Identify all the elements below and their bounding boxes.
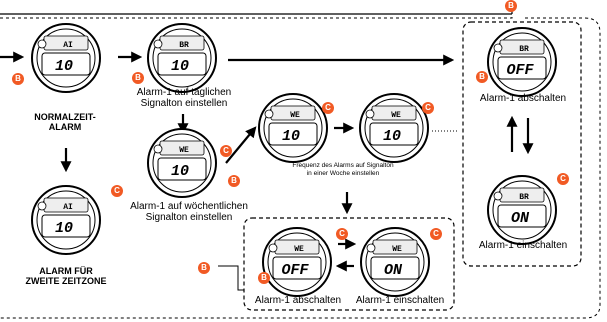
button-b-badge: B xyxy=(132,72,144,84)
watch-main-digits: OFF xyxy=(506,62,534,79)
watch-top-digits: WE xyxy=(290,111,300,120)
button-c-badge: C xyxy=(322,102,334,114)
button-b-badge: B xyxy=(198,262,210,274)
button-b-badge: B xyxy=(12,73,24,85)
watch-main-digits: 10 xyxy=(282,128,300,145)
watch-main-digits: OFF xyxy=(281,262,309,279)
watch-face-w10: WE ON xyxy=(360,227,430,297)
watch-top-digits: WE xyxy=(391,111,401,120)
button-b-badge: B xyxy=(476,71,488,83)
watch-face-w3: WE 10 xyxy=(147,128,217,198)
button-c-badge: C xyxy=(336,228,348,240)
watch-top-digits: WE xyxy=(179,146,189,155)
label-on-bottom: Alarm-1 einschalten xyxy=(355,295,445,306)
watch-top-digits: AI xyxy=(63,203,73,212)
watch-main-digits: 10 xyxy=(171,163,189,180)
watch-main-digits: ON xyxy=(511,210,530,227)
label-on-right: Alarm-1 einschalten xyxy=(478,240,568,251)
bottom-dashed-box xyxy=(243,217,455,311)
watch-main-digits: 10 xyxy=(55,220,73,237)
watch-top-digits: WE xyxy=(294,245,304,254)
watch-main-digits: 10 xyxy=(171,58,189,75)
label-off-right: Alarm-1 abschalten xyxy=(479,93,567,104)
watch-top-digits: BR xyxy=(179,41,189,50)
button-c-badge: C xyxy=(220,145,232,157)
button-b-badge: B xyxy=(505,0,517,12)
watch-top-digits: BR xyxy=(519,45,529,54)
button-c-badge: C xyxy=(557,173,569,185)
button-c-badge: C xyxy=(111,185,123,197)
watch-face-w2: BR 10 xyxy=(147,23,217,93)
button-c-badge: C xyxy=(422,102,434,114)
watch-face-w6: AI 10 xyxy=(31,185,101,255)
watch-face-w7: BR OFF xyxy=(487,27,557,97)
outer-dashed-border xyxy=(0,6,601,319)
b-loop-line xyxy=(218,265,244,291)
watch-top-digits: WE xyxy=(392,245,402,254)
watch-face-w5: WE 10 xyxy=(359,93,429,163)
button-b-badge: B xyxy=(258,272,270,284)
button-b-badge: B xyxy=(228,175,240,187)
watch-top-digits: BR xyxy=(519,193,529,202)
arrow-w3-w4 xyxy=(225,126,257,164)
watch-face-w8: BR ON xyxy=(487,175,557,245)
label-normal-alarm: NORMALZEIT-ALARM xyxy=(34,112,96,132)
watch-top-digits: AI xyxy=(63,41,73,50)
watch-main-digits: 10 xyxy=(55,58,73,75)
right-dashed-box xyxy=(462,21,582,267)
watch-main-digits: 10 xyxy=(383,128,401,145)
watch-main-digits: ON xyxy=(384,262,403,279)
watch-face-w4: WE 10 xyxy=(258,93,328,163)
label-off-bottom: Alarm-1 abschalten xyxy=(254,295,342,306)
watch-face-w1: AI 10 xyxy=(31,23,101,93)
button-c-badge: C xyxy=(430,228,442,240)
watch-face-w9: WE OFF xyxy=(262,227,332,297)
